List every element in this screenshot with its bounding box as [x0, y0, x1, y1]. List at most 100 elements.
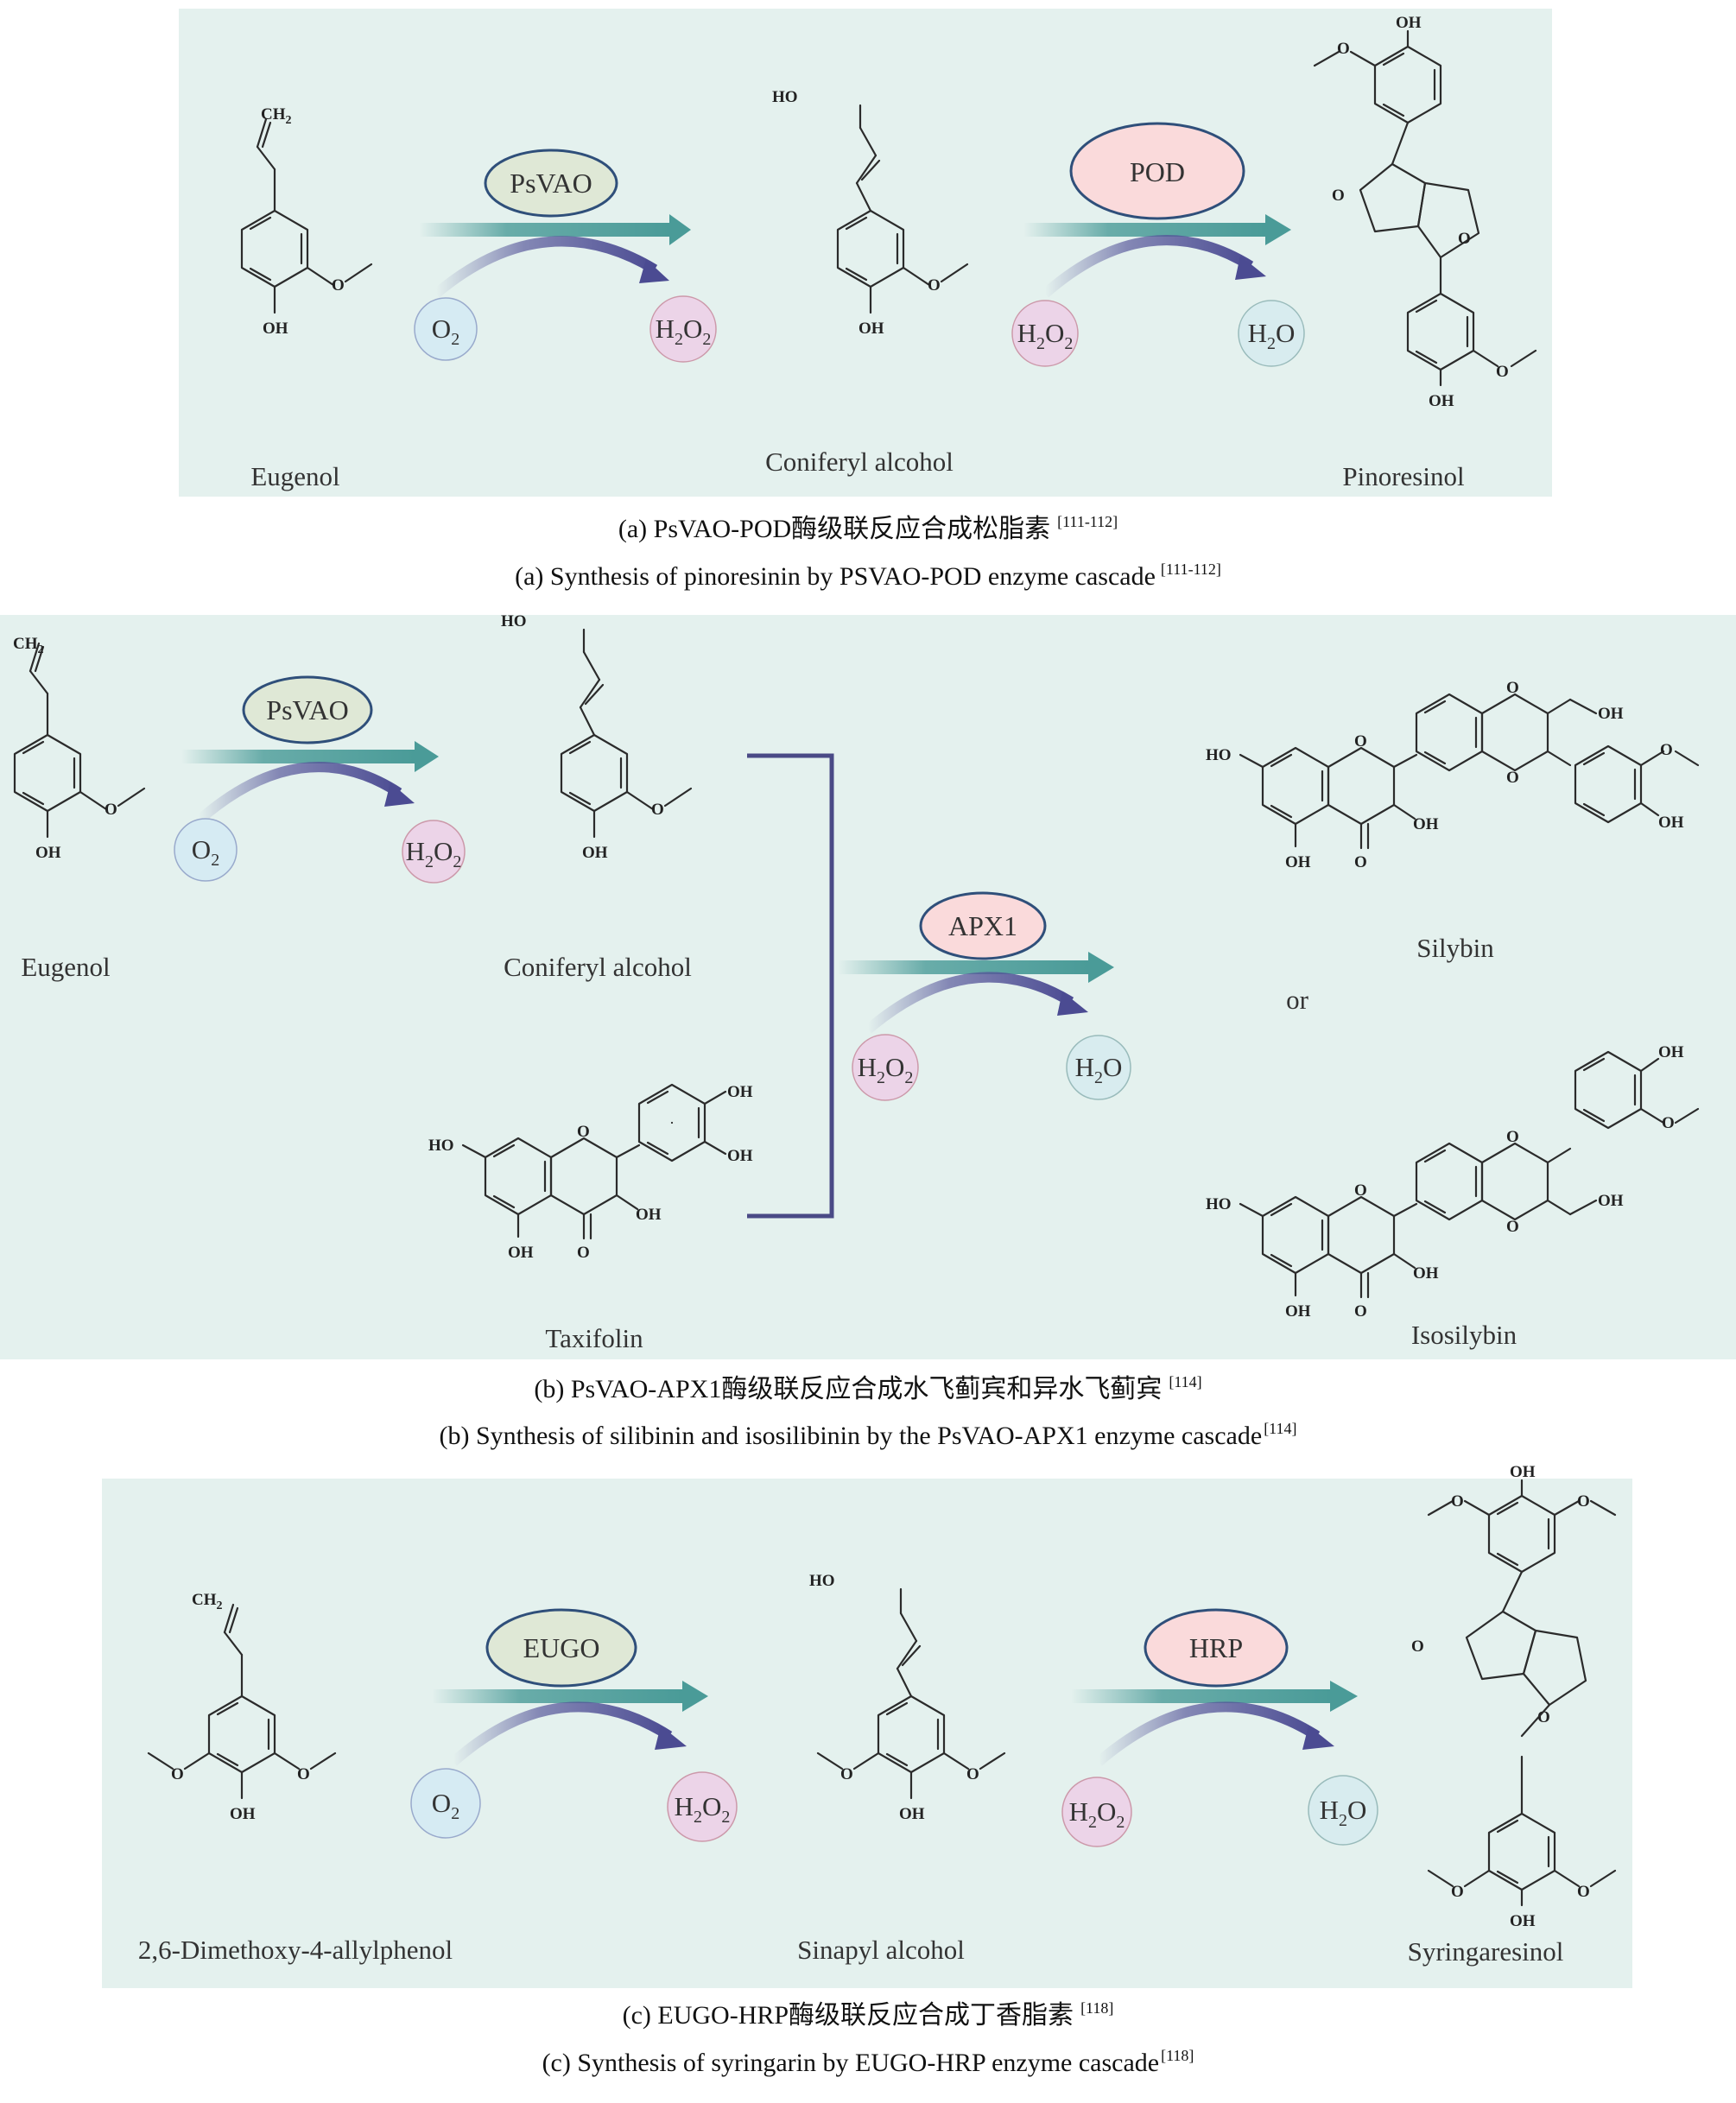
enzyme-oval-psvao: [242, 675, 373, 744]
product-label: Syringaresinol: [1408, 1936, 1564, 1967]
oh-label: OH: [263, 320, 288, 338]
o-label: O: [1496, 363, 1509, 381]
product-label: Pinoresinol: [1342, 461, 1464, 491]
h2o2-circle: [1061, 1777, 1132, 1847]
oh-label: OH: [1285, 853, 1311, 871]
h2o2-label: H2O2: [675, 1791, 731, 1827]
h2o2-label: H2O2: [406, 836, 462, 871]
caption-b-en: (b) Synthesis of silibinin and isosilibi…: [439, 1420, 1296, 1450]
o-label: O: [332, 276, 345, 295]
ho-label: HO: [809, 1572, 835, 1590]
caption-c-en: (c) Synthesis of syringarin by EUGO-HRP …: [542, 2047, 1194, 2077]
reaction-arrowhead: [669, 214, 691, 245]
h2o2-circle: [402, 820, 466, 884]
reaction-arrow-shaft: [1023, 223, 1265, 237]
oh-label: OH: [1598, 1192, 1624, 1210]
cofactor-curve-arrow: [433, 236, 658, 298]
o-label: O: [105, 801, 117, 819]
oh-label: OH: [508, 1244, 534, 1262]
cofactor-curve-arrow: [865, 972, 1074, 1034]
enzyme-oval-apx1: [919, 891, 1047, 960]
h2o-circle: [1308, 1775, 1378, 1846]
o2-circle: [414, 297, 478, 361]
o-label: O: [1337, 40, 1350, 58]
panel-a: CH2 O OH Eugenol PsVAO O2 H2O2 HO O OH C…: [179, 9, 1552, 497]
o-label: O: [1354, 1302, 1367, 1321]
o-label: O: [577, 1244, 590, 1262]
h2o2-label-2: H2O2: [1017, 318, 1074, 353]
h2o2-circle: [649, 295, 717, 363]
h2o2-circle: [667, 1771, 738, 1842]
cofactor-curve-arrow: [1042, 235, 1254, 298]
h2o2-circle: [852, 1034, 919, 1101]
o-label: O: [297, 1765, 310, 1783]
enzyme-oval-psvao: [484, 149, 618, 218]
sinapyl-alcohol-structure: HO O O OH: [809, 1572, 1006, 1823]
reaction-arrowhead: [1330, 1681, 1358, 1712]
taxifolin-structure: HO OH O OH O OH OH: [428, 1083, 753, 1262]
o-label: O: [1332, 187, 1345, 205]
o-label: O: [1451, 1492, 1464, 1511]
o-label: O: [171, 1765, 184, 1783]
o-label: O: [1451, 1883, 1464, 1901]
substrate-label: 2,6-Dimethoxy-4-allylphenol: [138, 1935, 453, 1965]
oh-label: OH: [899, 1805, 925, 1823]
enzyme-label: PsVAO: [510, 168, 592, 199]
o-label: O: [1506, 1218, 1519, 1236]
oh-label: OH: [727, 1147, 753, 1165]
eugenol-structure: CH2 O OH: [13, 635, 144, 862]
silybin-structure: HO OH O OH O O O OH O OH: [1206, 679, 1700, 871]
reaction-arrowhead: [415, 741, 439, 772]
h2o2-circle: [1011, 300, 1079, 367]
oh-label: OH: [35, 844, 61, 862]
cofactor-arrowhead: [655, 1726, 687, 1750]
oh-label: OH: [727, 1083, 753, 1101]
o2-circle: [174, 818, 238, 882]
enzyme-oval-eugo: [485, 1608, 637, 1688]
product1-label: Silybin: [1416, 933, 1494, 963]
reaction-arrow-shaft: [419, 223, 669, 237]
h2o-circle: [1066, 1035, 1131, 1100]
intermediate-label: Coniferyl alcohol: [504, 952, 692, 982]
enzyme-label: EUGO: [523, 1632, 600, 1663]
cofactor-arrowhead: [1057, 991, 1088, 1016]
ho-label: HO: [428, 1137, 454, 1155]
enzyme2-label: APX1: [948, 910, 1017, 941]
oh-label: OH: [1413, 1264, 1439, 1283]
cofactor-curve-arrow: [195, 762, 402, 825]
ho-label: HO: [772, 88, 798, 106]
o-label: O: [1577, 1883, 1590, 1901]
coniferyl-alcohol-structure: HO O OH: [772, 88, 967, 338]
o-label: O: [1506, 679, 1519, 697]
cofactor-arrowhead: [1235, 256, 1266, 280]
o-label: O: [840, 1765, 853, 1783]
panel-a-background: [179, 9, 1552, 497]
cofactor-arrowhead: [639, 259, 669, 283]
enzyme-oval-pod: [1069, 122, 1245, 220]
reaction-arrow-shaft: [838, 960, 1088, 974]
caption-c-cn: (c) EUGO-HRP酶级联反应合成丁香脂素[118]: [623, 1999, 1114, 2030]
h2o2-label-2: H2O2: [1069, 1796, 1125, 1832]
panel-b: CH2 O OH Eugenol PsVAO O2 H2O2 HO O OH C…: [0, 612, 1736, 1359]
reaction-arrowhead: [1088, 952, 1114, 983]
caption-b-cn: (b) PsVAO-APX1酶级联反应合成水飞蓟宾和异水飞蓟宾[114]: [534, 1373, 1201, 1403]
ho-label: HO: [1206, 1195, 1232, 1213]
coniferyl-alcohol-structure: HO O OH: [501, 612, 691, 862]
o-label: O: [651, 801, 664, 819]
oh-label: OH: [636, 1206, 662, 1224]
o-label: O: [928, 276, 941, 295]
enzyme-oval-hrp: [1144, 1608, 1289, 1688]
panel-c-background: [102, 1479, 1632, 1988]
o-label: O: [1506, 1128, 1519, 1146]
h2o2-label: H2O2: [656, 314, 712, 349]
substrate-label: Eugenol: [21, 952, 110, 982]
merge-bracket: [747, 753, 834, 1219]
or-label: or: [1286, 985, 1309, 1015]
oh-label: OH: [1658, 1043, 1684, 1061]
oh-label: OH: [1510, 1463, 1536, 1481]
cofactor-curve-arrow: [1095, 1701, 1321, 1766]
o-label: O: [577, 1123, 590, 1141]
syringaresinol-structure: OH O O O O O O OH: [1411, 1463, 1617, 1930]
oh-label: OH: [1510, 1912, 1536, 1930]
caption-a-cn: (a) PsVAO-POD酶级联反应合成松脂素[111-112]: [618, 513, 1118, 543]
